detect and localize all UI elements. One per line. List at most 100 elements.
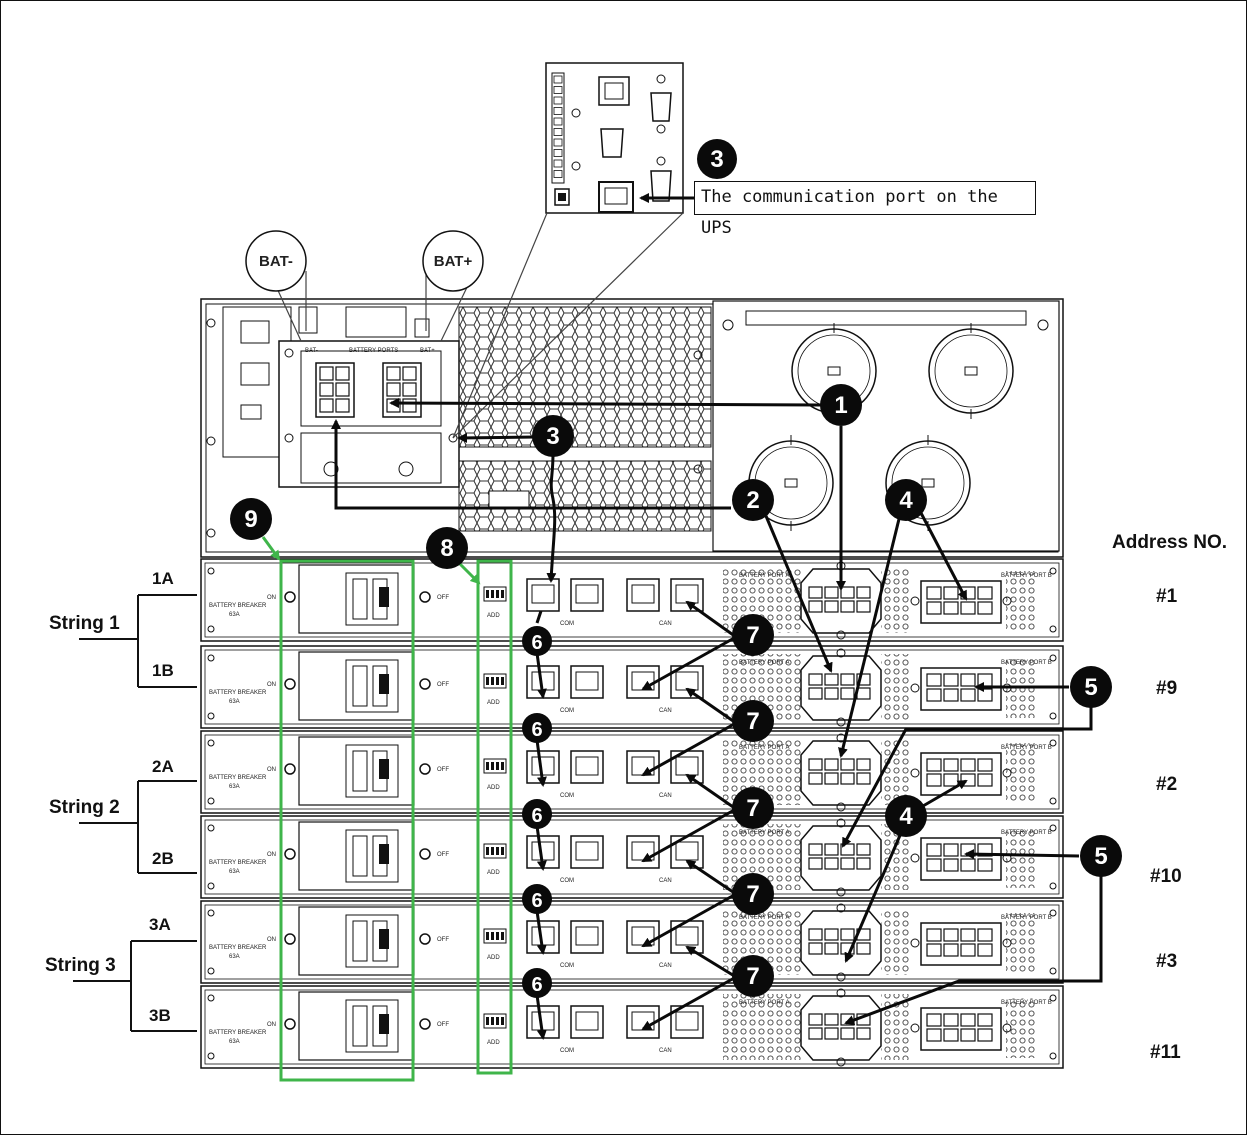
breaker-highlight-box xyxy=(279,559,415,1082)
string-brackets xyxy=(73,594,197,1032)
callout-badge-7: 7 xyxy=(732,955,774,997)
callout-badge-4: 4 xyxy=(885,795,927,837)
off-text: OFF xyxy=(437,1022,449,1028)
string-3b-label: 3B xyxy=(149,1006,171,1025)
callout-badge-7: 7 xyxy=(732,614,774,656)
callout-number: 8 xyxy=(440,535,453,562)
battery-port-b-text: BATTERY PORT B xyxy=(1001,1000,1052,1006)
address-5: #3 xyxy=(1156,951,1178,972)
arrow-6 xyxy=(535,652,547,699)
bat-neg-callout-circle xyxy=(245,230,307,292)
address-switch xyxy=(483,673,507,689)
callout-number: 5 xyxy=(1094,843,1107,870)
bat-pos-label: BAT+ xyxy=(434,253,473,270)
ups-bat-neg-text: BAT- xyxy=(305,348,318,354)
callout-number: 6 xyxy=(531,974,542,996)
add-text: ADD xyxy=(487,955,500,961)
comm-port-callout: The communication port on the UPS xyxy=(694,181,1036,238)
ups-battery-ports-text: BATTERY PORTS xyxy=(349,348,398,354)
callout-number: 2 xyxy=(746,487,759,514)
battery-port-b-text: BATTERY PORT B xyxy=(1001,573,1052,579)
string-1-label: String 1 xyxy=(49,613,120,634)
string-3a-label: 3A xyxy=(149,915,171,934)
callout-number: 6 xyxy=(531,719,542,741)
callout-badge-9: 9 xyxy=(230,498,272,540)
address-4: #10 xyxy=(1150,866,1182,887)
string-2-label: String 2 xyxy=(49,797,120,818)
breaker-text: BATTERY BREAKER xyxy=(209,945,267,951)
arrow-6 xyxy=(535,910,547,955)
can-text: CAN xyxy=(659,878,672,884)
arrow-7 xyxy=(685,773,737,811)
address-2: #9 xyxy=(1156,678,1178,699)
callout-number: 4 xyxy=(899,803,913,830)
off-text: OFF xyxy=(437,767,449,773)
can-text: CAN xyxy=(659,963,672,969)
callout-badge-7: 7 xyxy=(732,700,774,742)
arrow-6 xyxy=(535,994,547,1040)
arrow-7 xyxy=(685,687,737,725)
address-switch xyxy=(483,843,507,859)
breaker-text: BATTERY BREAKER xyxy=(209,775,267,781)
string-3-label: String 3 xyxy=(45,955,116,976)
battery-port-b-text: BATTERY PORT B xyxy=(1001,915,1052,921)
com-text: COM xyxy=(560,1048,574,1054)
arrow-7 xyxy=(641,635,737,691)
callout-badge-6: 6 xyxy=(522,799,552,829)
can-text: CAN xyxy=(659,621,672,627)
bat-pos-callout-circle xyxy=(422,230,484,292)
callout-number: 5 xyxy=(1084,674,1097,701)
callout-number: 7 xyxy=(746,708,759,735)
callout-badge-6: 6 xyxy=(522,968,552,998)
address-6: #11 xyxy=(1150,1042,1181,1063)
add-text: ADD xyxy=(487,785,500,791)
battery-port-a-text: BATTERY PORT A xyxy=(739,745,789,751)
connection-arrows xyxy=(331,193,1103,1025)
on-text: ON xyxy=(267,595,276,601)
callout-number: 3 xyxy=(546,423,559,450)
breaker-text: BATTERY BREAKER xyxy=(209,603,267,609)
string-1a-label: 1A xyxy=(152,569,174,588)
breaker-rating-text: 63A xyxy=(229,612,240,618)
callout-number: 7 xyxy=(746,622,759,649)
breaker-text: BATTERY BREAKER xyxy=(209,860,267,866)
callout-number: 1 xyxy=(834,392,847,419)
callout-badge-1: 1 xyxy=(820,384,862,426)
off-text: OFF xyxy=(437,937,449,943)
callout-badge-7: 7 xyxy=(732,787,774,829)
callout-number: 6 xyxy=(531,632,542,654)
address-switch xyxy=(483,586,507,602)
off-text: OFF xyxy=(437,852,449,858)
arrow-7 xyxy=(641,892,737,948)
ups-chassis: BAT- BAT+ BATTERY PORTS xyxy=(200,298,1064,558)
callout-badge-5: 5 xyxy=(1080,835,1122,877)
callout-number: 7 xyxy=(746,963,759,990)
off-text: OFF xyxy=(437,595,449,601)
callout-number: 6 xyxy=(531,805,542,827)
arrow-6 xyxy=(535,825,547,871)
can-text: CAN xyxy=(659,1048,672,1054)
add-text: ADD xyxy=(487,870,500,876)
breaker-rating-text: 63A xyxy=(229,699,240,705)
arrow-6 xyxy=(535,739,547,787)
on-text: ON xyxy=(267,852,276,858)
callout-badge-6: 6 xyxy=(522,884,552,914)
com-text: COM xyxy=(560,621,574,627)
on-text: ON xyxy=(267,1022,276,1028)
breaker-text: BATTERY BREAKER xyxy=(209,690,267,696)
string-2b-label: 2B xyxy=(152,849,174,868)
arrow-7 xyxy=(641,807,737,863)
callout-badge-6: 6 xyxy=(522,713,552,743)
callout-number: 3 xyxy=(710,146,723,173)
arrow-7 xyxy=(685,859,737,896)
on-text: ON xyxy=(267,682,276,688)
callout-badge-4: 4 xyxy=(885,479,927,521)
can-text: CAN xyxy=(659,793,672,799)
add-text: ADD xyxy=(487,700,500,706)
battery-port-a-text: BATTERY PORT A xyxy=(739,830,789,836)
address-title: Address NO. xyxy=(1112,532,1228,553)
breaker-rating-text: 63A xyxy=(229,1039,240,1045)
